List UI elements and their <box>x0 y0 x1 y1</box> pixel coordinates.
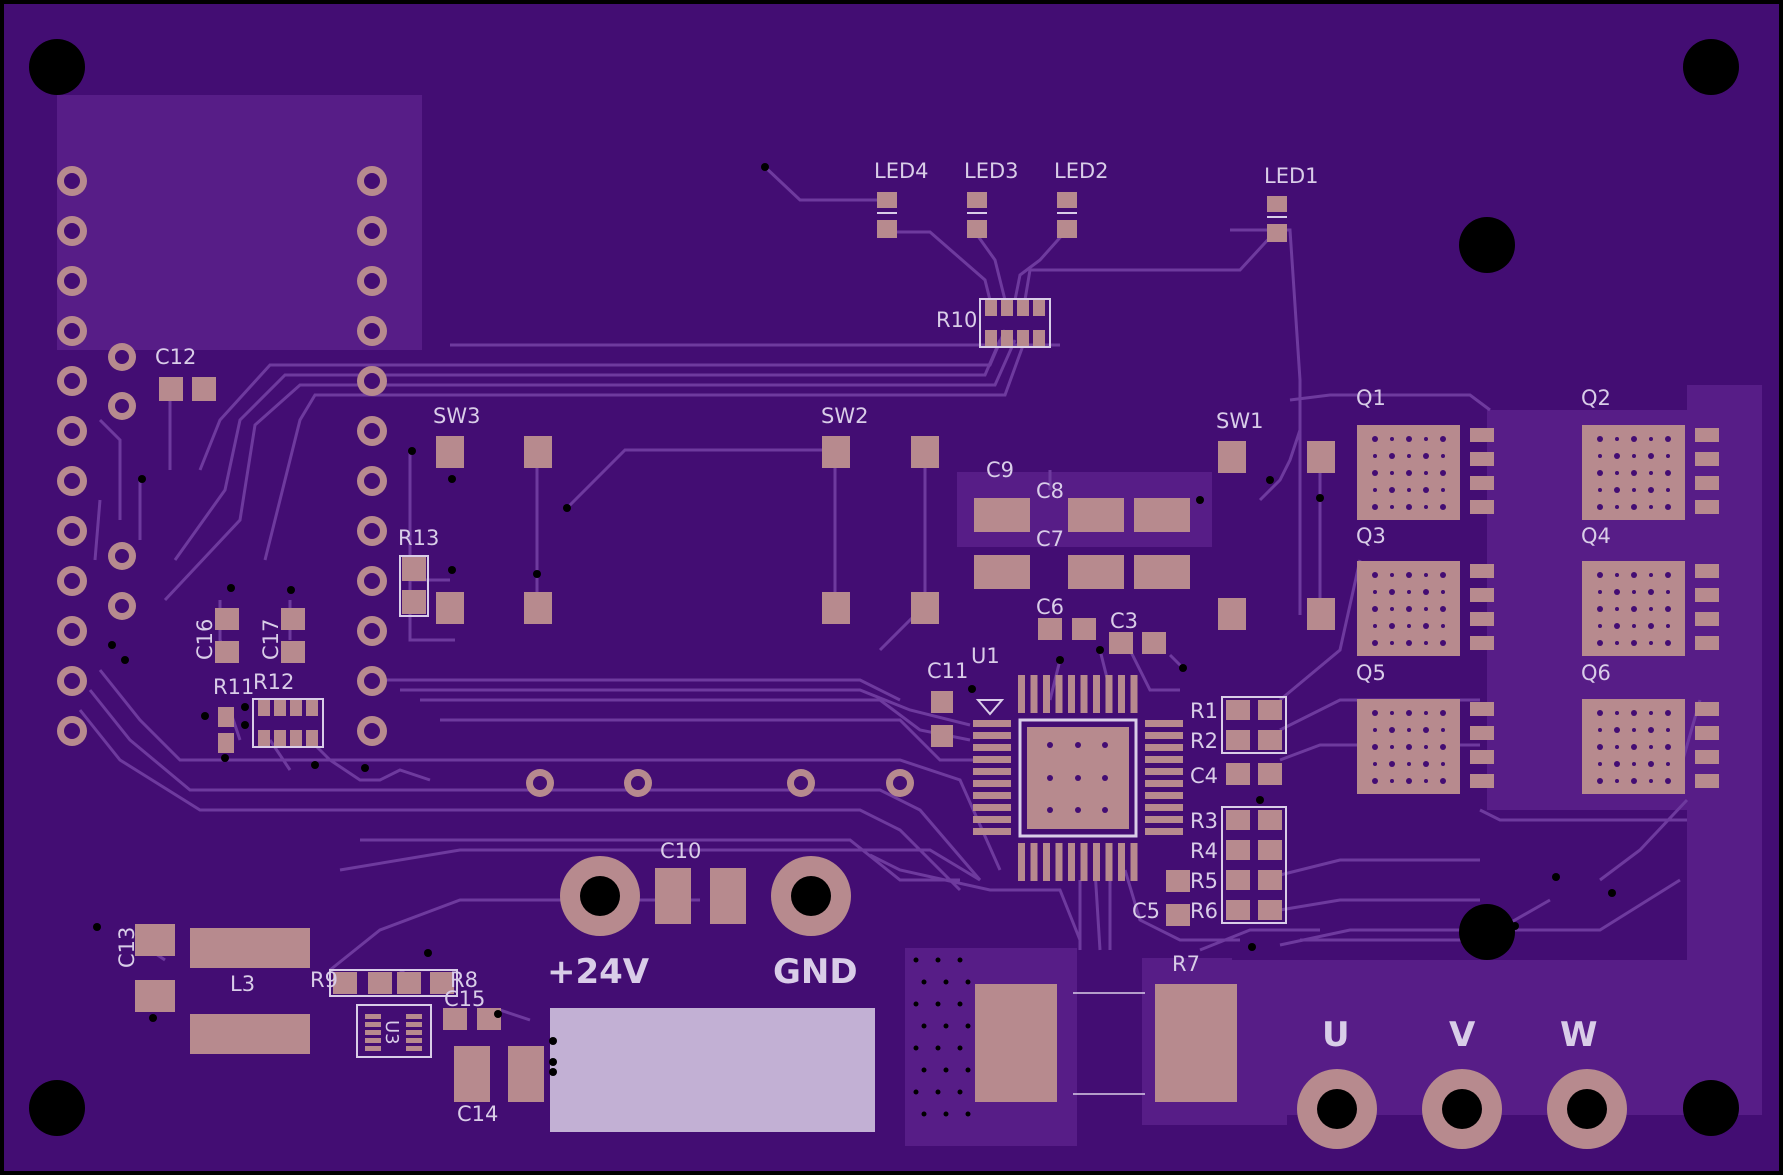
label-r1: R1 <box>1190 699 1218 723</box>
mosfet-q2 <box>1582 425 1719 520</box>
r7-footprint <box>1073 985 1237 1101</box>
label-q4: Q4 <box>1581 524 1611 548</box>
label-c6: C6 <box>1036 595 1064 619</box>
label-c12: C12 <box>155 345 196 369</box>
mosfet-q3 <box>1357 561 1494 656</box>
label-sw3: SW3 <box>433 404 480 428</box>
label-r4: R4 <box>1190 839 1218 863</box>
label-led2: LED2 <box>1054 159 1109 183</box>
label-plus24v: +24V <box>547 952 650 992</box>
label-c11: C11 <box>927 659 968 683</box>
label-q5: Q5 <box>1356 661 1386 685</box>
u1-chip <box>973 675 1183 881</box>
label-c8: C8 <box>1036 479 1064 503</box>
label-r3: R3 <box>1190 809 1218 833</box>
label-phase-v: V <box>1449 1015 1476 1055</box>
silkscreen-labels: LED4 LED3 LED2 LED1 R10 C12 SW3 SW2 SW1 … <box>115 159 1611 1126</box>
label-led1: LED1 <box>1264 164 1319 188</box>
label-q3: Q3 <box>1356 524 1386 548</box>
label-r6: R6 <box>1190 899 1218 923</box>
silkscreen-label-block <box>550 1008 875 1132</box>
label-c10: C10 <box>660 839 701 863</box>
label-q6: Q6 <box>1581 661 1611 685</box>
label-c7: C7 <box>1036 527 1064 551</box>
mosfet-q6 <box>1582 699 1719 794</box>
power-terminals <box>560 856 1627 1149</box>
label-c3: C3 <box>1110 609 1138 633</box>
label-c4: C4 <box>1190 764 1218 788</box>
u3-chip <box>356 1004 432 1058</box>
label-u1: U1 <box>971 644 1000 668</box>
smd-pads <box>135 192 1335 1102</box>
label-c13: C13 <box>115 927 139 968</box>
label-r2: R2 <box>1190 729 1218 753</box>
label-r9: R9 <box>310 968 338 992</box>
label-gnd: GND <box>773 952 858 992</box>
thermal-via-grid <box>913 957 971 1117</box>
label-q2: Q2 <box>1581 386 1611 410</box>
label-c9: C9 <box>986 458 1014 482</box>
label-r12: R12 <box>253 670 294 694</box>
label-r13: R13 <box>398 526 439 550</box>
label-r7: R7 <box>1172 952 1200 976</box>
mosfet-footprints <box>1357 425 1719 794</box>
mosfet-q4 <box>1582 561 1719 656</box>
label-phase-w: W <box>1560 1015 1598 1055</box>
label-c15: C15 <box>444 987 485 1011</box>
label-c17: C17 <box>259 619 283 660</box>
mosfet-q5 <box>1357 699 1494 794</box>
label-c5: C5 <box>1132 899 1160 923</box>
silkscreen-outlines <box>252 212 1287 997</box>
mounting-holes <box>29 39 1739 1136</box>
label-c16: C16 <box>193 619 217 660</box>
label-c14: C14 <box>457 1102 498 1126</box>
mosfet-q1 <box>1357 425 1494 520</box>
label-r10: R10 <box>936 308 977 332</box>
label-r8: R8 <box>450 968 478 992</box>
power-labels: +24V GND U V W <box>547 952 1598 1055</box>
label-l3: L3 <box>230 972 255 996</box>
extra-thru-holes <box>108 343 914 797</box>
vias <box>93 163 1616 1076</box>
label-sw1: SW1 <box>1216 409 1263 433</box>
traces <box>78 165 1702 1022</box>
label-sw2: SW2 <box>821 404 868 428</box>
label-led4: LED4 <box>874 159 929 183</box>
label-led3: LED3 <box>964 159 1019 183</box>
label-r5: R5 <box>1190 869 1218 893</box>
label-phase-u: U <box>1322 1015 1350 1055</box>
label-r11: R11 <box>213 675 254 699</box>
label-q1: Q1 <box>1356 386 1386 410</box>
header-pins <box>57 166 387 746</box>
label-u3: U3 <box>381 1020 402 1045</box>
